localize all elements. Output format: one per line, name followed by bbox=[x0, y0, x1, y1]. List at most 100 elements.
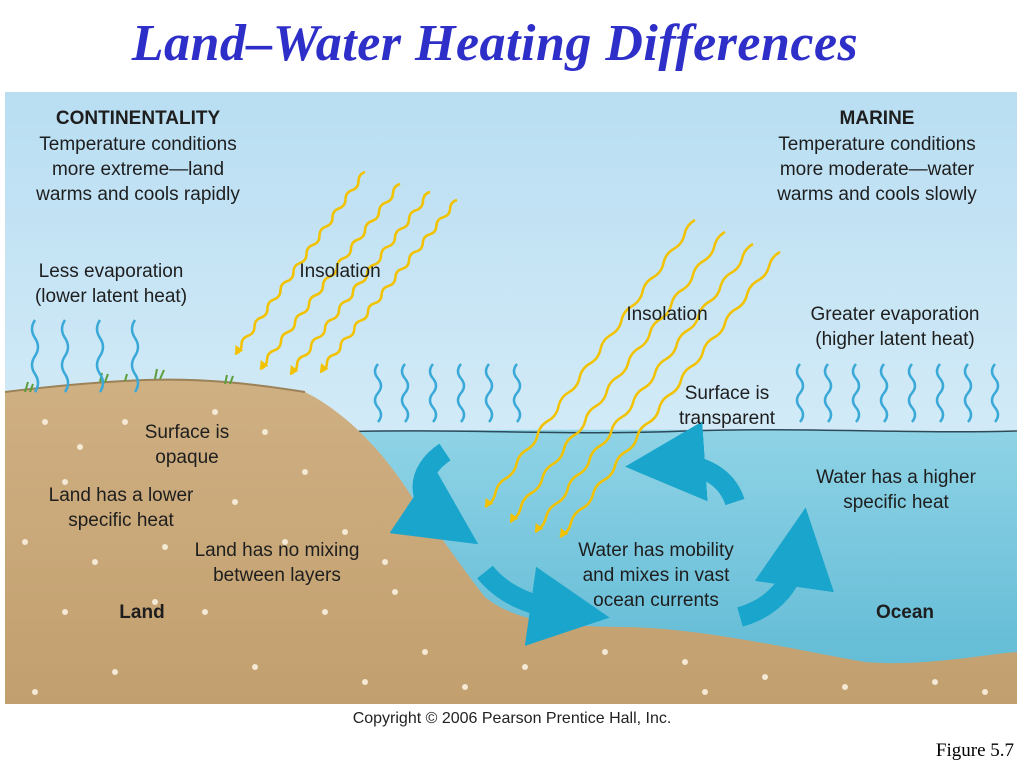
land-evaporation-lines bbox=[30, 319, 140, 393]
marine-line-3: warms and cools slowly bbox=[776, 184, 977, 205]
evaporation-squiggle bbox=[400, 363, 410, 423]
land-specific-heat-line-1: Land has a lower bbox=[49, 485, 194, 506]
land-evaporation-line-1: Less evaporation bbox=[39, 261, 184, 282]
evaporation-squiggle bbox=[990, 363, 1000, 423]
ocean-current-arrows bbox=[389, 421, 834, 646]
ocean-mixing-line-3: ocean currents bbox=[593, 590, 719, 611]
soil-speckle bbox=[302, 469, 308, 475]
soil-speckle bbox=[682, 659, 688, 665]
soil-speckle bbox=[62, 609, 68, 615]
evaporation-squiggle bbox=[95, 319, 105, 393]
land-top-edge bbox=[5, 378, 306, 393]
figure-number: Figure 5.7 bbox=[935, 740, 1014, 761]
insolation-arrowhead bbox=[510, 513, 519, 522]
copyright-notice: Copyright © 2006 Pearson Prentice Hall, … bbox=[352, 710, 672, 727]
land-water-diagram: CONTINENTALITY Temperature conditions mo… bbox=[5, 92, 1017, 704]
ocean-surface-line-2: transparent bbox=[679, 408, 776, 429]
insolation-ray bbox=[234, 170, 366, 356]
soil-speckle bbox=[702, 689, 708, 695]
insolation-arrowhead bbox=[235, 345, 244, 354]
marine-heading: MARINE bbox=[840, 108, 915, 129]
land-insolation-label: Insolation bbox=[299, 261, 380, 282]
evaporation-squiggle bbox=[879, 363, 889, 423]
soil-speckle bbox=[92, 559, 98, 565]
insolation-arrowhead bbox=[290, 365, 299, 374]
ocean-evaporation-line-2: (higher latent heat) bbox=[815, 329, 975, 350]
soil-speckle bbox=[382, 559, 388, 565]
soil-speckle bbox=[422, 649, 428, 655]
ocean-insolation-label: Insolation bbox=[626, 304, 707, 325]
soil-speckle bbox=[232, 499, 238, 505]
evaporation-squiggle bbox=[795, 363, 805, 423]
insolation-ray bbox=[289, 190, 431, 376]
soil-speckle bbox=[342, 529, 348, 535]
soil-speckle bbox=[602, 649, 608, 655]
ocean-insolation-rays bbox=[484, 218, 781, 539]
soil-speckle bbox=[202, 609, 208, 615]
marine-block: MARINE Temperature conditions more moder… bbox=[776, 108, 977, 205]
insolation-ray bbox=[484, 218, 696, 509]
land-mixing-line-2: between layers bbox=[213, 565, 341, 586]
soil-speckle bbox=[32, 689, 38, 695]
insolation-arrowhead bbox=[260, 360, 269, 369]
current-arrow-down bbox=[389, 443, 479, 545]
land-mass bbox=[5, 379, 1017, 704]
soil-speckle bbox=[362, 679, 368, 685]
soil-speckle bbox=[122, 419, 128, 425]
ocean-mixing-line-2: and mixes in vast bbox=[583, 565, 731, 586]
soil-speckle bbox=[762, 674, 768, 680]
marine-line-2: more moderate—water bbox=[780, 159, 975, 180]
ocean-specific-heat-line-1: Water has a higher bbox=[816, 467, 976, 488]
evaporation-squiggle bbox=[484, 363, 494, 423]
evaporation-squiggle bbox=[456, 363, 466, 423]
soil-speckle bbox=[932, 679, 938, 685]
current-arrow-bottom-left bbox=[477, 565, 610, 646]
land-mixing-line-1: Land has no mixing bbox=[195, 540, 360, 561]
insolation-arrowhead bbox=[535, 523, 544, 532]
soil-speckle bbox=[62, 479, 68, 485]
insolation-ray bbox=[259, 182, 401, 371]
ocean-evaporation-line-1: Greater evaporation bbox=[811, 304, 980, 325]
soil-speckle bbox=[842, 684, 848, 690]
page-title: Land–Water Heating Differences bbox=[131, 15, 859, 72]
marine-line-1: Temperature conditions bbox=[778, 134, 976, 155]
soil-speckle bbox=[262, 429, 268, 435]
continentality-block: CONTINENTALITY Temperature conditions mo… bbox=[35, 108, 240, 205]
evaporation-squiggle bbox=[428, 363, 438, 423]
ocean-specific-heat-line-2: specific heat bbox=[843, 492, 949, 513]
continentality-line-1: Temperature conditions bbox=[39, 134, 237, 155]
land-specific-heat-line-2: specific heat bbox=[68, 510, 174, 531]
soil-speckle bbox=[252, 664, 258, 670]
current-arrow-bottom-right bbox=[736, 507, 834, 627]
insolation-arrowhead bbox=[560, 528, 569, 537]
soil-speckle bbox=[392, 589, 398, 595]
continentality-line-2: more extreme—land bbox=[52, 159, 224, 180]
soil-speckle bbox=[462, 684, 468, 690]
evaporation-squiggle bbox=[512, 363, 522, 423]
soil-speckle bbox=[322, 609, 328, 615]
evaporation-squiggle bbox=[60, 319, 70, 393]
evaporation-squiggle bbox=[963, 363, 973, 423]
evaporation-squiggle bbox=[373, 363, 383, 423]
insolation-ray bbox=[559, 250, 781, 539]
soil-speckle bbox=[162, 544, 168, 550]
insolation-ray bbox=[509, 230, 726, 524]
land-name-label: Land bbox=[119, 602, 164, 623]
evaporation-squiggle bbox=[823, 363, 833, 423]
current-arrow-top bbox=[625, 421, 745, 506]
insolation-ray bbox=[534, 242, 754, 534]
evaporation-squiggle bbox=[907, 363, 917, 423]
insolation-arrowhead bbox=[485, 498, 494, 507]
soil-speckle bbox=[982, 689, 988, 695]
soil-speckle bbox=[22, 539, 28, 545]
land-evaporation-line-2: (lower latent heat) bbox=[35, 286, 187, 307]
soil-speckle bbox=[77, 444, 83, 450]
soil-speckle bbox=[152, 599, 158, 605]
continentality-line-3: warms and cools rapidly bbox=[35, 184, 240, 205]
land-surface-line-2: opaque bbox=[155, 447, 218, 468]
soil-speckle bbox=[522, 664, 528, 670]
ocean-name-label: Ocean bbox=[876, 602, 934, 623]
evaporation-squiggle bbox=[130, 319, 140, 393]
ocean-mixing-line-1: Water has mobility bbox=[578, 540, 734, 561]
evaporation-squiggle bbox=[30, 319, 40, 393]
